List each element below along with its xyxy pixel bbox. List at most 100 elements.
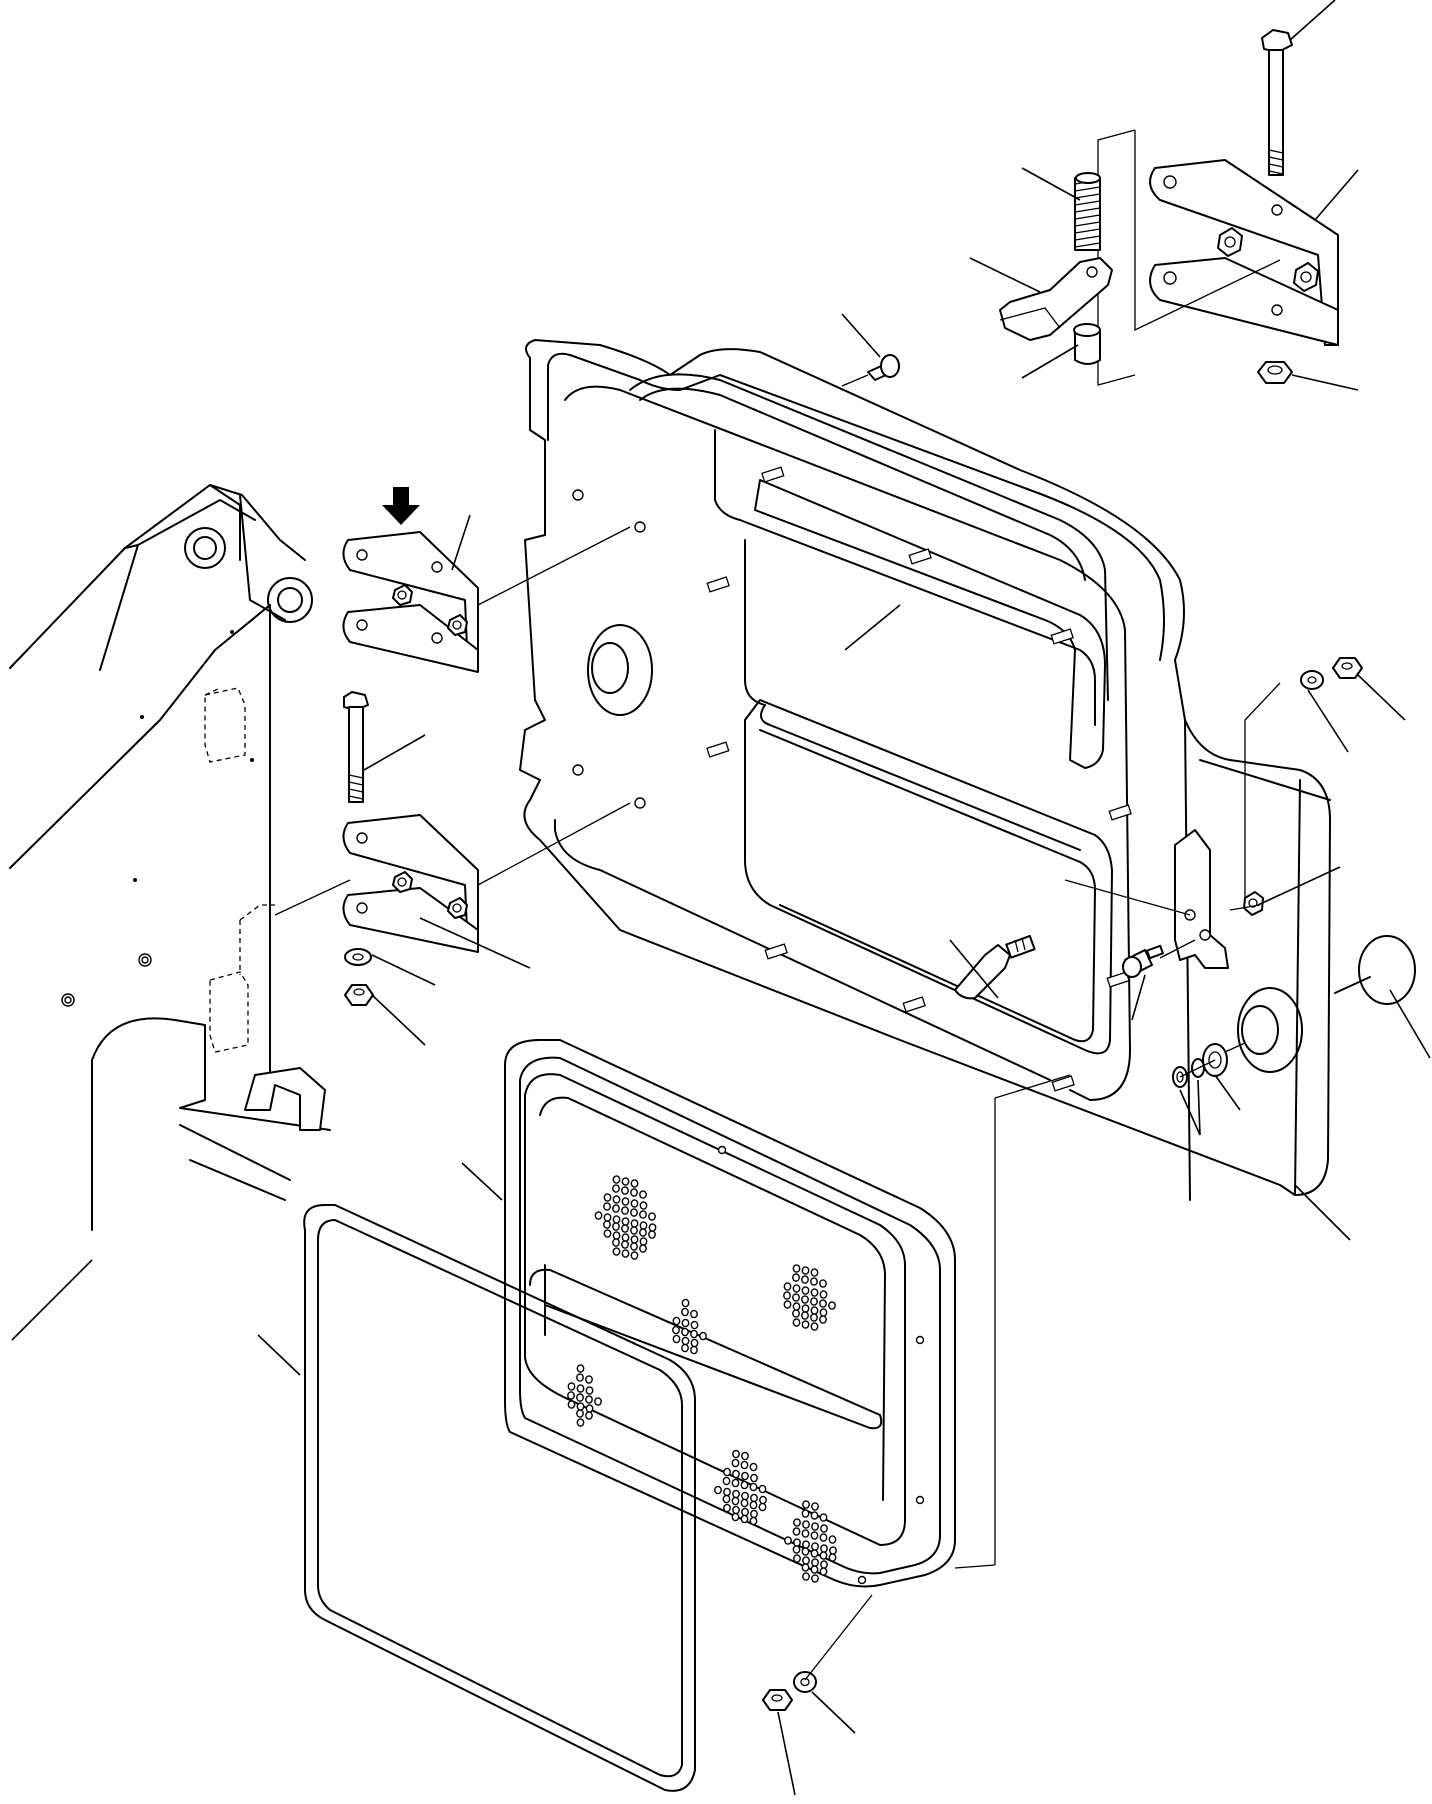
perforation-hole bbox=[740, 1480, 749, 1490]
perforation-hole bbox=[612, 1247, 621, 1256]
perforation-hole bbox=[639, 1228, 647, 1237]
perforation-hole bbox=[648, 1223, 657, 1232]
right-washer-nut bbox=[1300, 657, 1363, 690]
perforation-hole bbox=[819, 1567, 828, 1576]
machine-frame bbox=[9, 484, 331, 1231]
perforation-hole bbox=[792, 1264, 801, 1273]
perforation-hole bbox=[576, 1418, 585, 1427]
perforation-hole bbox=[585, 1395, 593, 1404]
perforation-hole bbox=[576, 1393, 584, 1402]
perforation-hole bbox=[690, 1320, 699, 1330]
perforation-hole bbox=[741, 1507, 749, 1517]
perforation-hole bbox=[810, 1297, 818, 1306]
perforation-hole bbox=[621, 1217, 630, 1226]
perforation-hole bbox=[810, 1288, 819, 1297]
latch-assembly-detail bbox=[999, 29, 1339, 386]
perforation-hole bbox=[792, 1527, 801, 1536]
perforation-hole bbox=[690, 1338, 699, 1348]
perforation-hole bbox=[576, 1384, 585, 1393]
perforation-hole bbox=[621, 1224, 629, 1233]
perforation-hole bbox=[639, 1201, 648, 1210]
perforation-hole bbox=[585, 1404, 594, 1413]
perforation-hole bbox=[811, 1542, 819, 1551]
perforation-hole bbox=[802, 1500, 810, 1509]
perforation-hole bbox=[819, 1513, 828, 1522]
washer-nut-stack bbox=[344, 948, 374, 1006]
perforation-hole bbox=[699, 1331, 707, 1341]
perforation-hole bbox=[732, 1505, 740, 1515]
perforation-hole bbox=[639, 1190, 647, 1199]
perforation-hole bbox=[792, 1318, 801, 1327]
perforation-hole bbox=[639, 1237, 648, 1246]
perforation-hole bbox=[758, 1502, 767, 1512]
hinge-bolt bbox=[343, 691, 369, 803]
perforation-hole bbox=[612, 1204, 620, 1213]
perforation-hole bbox=[820, 1544, 828, 1553]
perforation-hole bbox=[630, 1226, 638, 1235]
lock-washer-stack bbox=[1172, 1042, 1246, 1088]
top-screw bbox=[867, 354, 900, 381]
perforation-hole bbox=[612, 1195, 621, 1204]
perforation-hole bbox=[681, 1343, 689, 1353]
perforation-hole bbox=[750, 1473, 758, 1483]
perforation-hole bbox=[801, 1529, 810, 1538]
perforation-hole bbox=[801, 1286, 810, 1295]
perforation-hole bbox=[784, 1536, 792, 1545]
assembly-lines bbox=[274, 374, 1281, 1681]
perforation-hole bbox=[801, 1275, 809, 1284]
perforation-hole bbox=[639, 1221, 648, 1230]
perforation-hole bbox=[731, 1458, 740, 1468]
perforation-hole bbox=[801, 1311, 809, 1320]
perforation-hole bbox=[783, 1291, 791, 1300]
perforation-hole bbox=[690, 1309, 698, 1319]
door-panel bbox=[519, 339, 1331, 1201]
perforation-hole bbox=[793, 1538, 801, 1547]
perforation-hole bbox=[811, 1522, 819, 1531]
perforation-hole bbox=[829, 1546, 837, 1555]
perforation-hole bbox=[639, 1244, 647, 1253]
perforation-hole bbox=[612, 1184, 620, 1193]
perforation-hole bbox=[603, 1193, 612, 1202]
perforation-hole bbox=[802, 1556, 810, 1565]
perforation-hole bbox=[690, 1329, 698, 1339]
perforation-hole bbox=[810, 1268, 819, 1277]
mesh-perforations bbox=[567, 1175, 837, 1583]
perforation-hole bbox=[722, 1494, 731, 1504]
perforation-hole bbox=[792, 1302, 801, 1311]
perforation-hole bbox=[585, 1375, 593, 1384]
perforation-hole bbox=[732, 1469, 740, 1479]
perforation-hole bbox=[749, 1482, 758, 1492]
perforation-hole bbox=[801, 1547, 810, 1556]
perforation-hole bbox=[811, 1558, 819, 1567]
perforation-hole bbox=[603, 1229, 612, 1238]
perforation-hole bbox=[819, 1299, 827, 1308]
perforation-hole bbox=[630, 1199, 639, 1208]
perforation-hole bbox=[731, 1478, 740, 1488]
perforation-hole bbox=[639, 1210, 647, 1219]
perforation-hole bbox=[810, 1322, 819, 1331]
perforation-hole bbox=[793, 1518, 801, 1527]
perforation-hole bbox=[630, 1251, 639, 1260]
perforation-hole bbox=[603, 1220, 611, 1229]
perforation-hole bbox=[749, 1462, 758, 1472]
perforation-hole bbox=[594, 1211, 603, 1220]
perforation-hole bbox=[810, 1511, 819, 1520]
perforation-hole bbox=[731, 1512, 740, 1522]
perforation-hole bbox=[612, 1238, 620, 1247]
perforation-hole bbox=[648, 1212, 656, 1221]
perforation-hole bbox=[819, 1551, 828, 1560]
perforation-hole bbox=[793, 1554, 801, 1563]
perforation-hole bbox=[621, 1186, 629, 1195]
perforation-hole bbox=[681, 1298, 690, 1308]
perforation-hole bbox=[811, 1502, 819, 1511]
perforation-hole bbox=[630, 1188, 638, 1197]
perforation-hole bbox=[630, 1179, 639, 1188]
perforation-hole bbox=[828, 1535, 837, 1544]
perforation-hole bbox=[801, 1266, 810, 1275]
perforation-hole bbox=[603, 1202, 611, 1211]
perforation-hole bbox=[723, 1487, 731, 1497]
perforation-hole bbox=[819, 1290, 828, 1299]
perforation-hole bbox=[621, 1233, 630, 1242]
perforation-hole bbox=[690, 1345, 698, 1355]
